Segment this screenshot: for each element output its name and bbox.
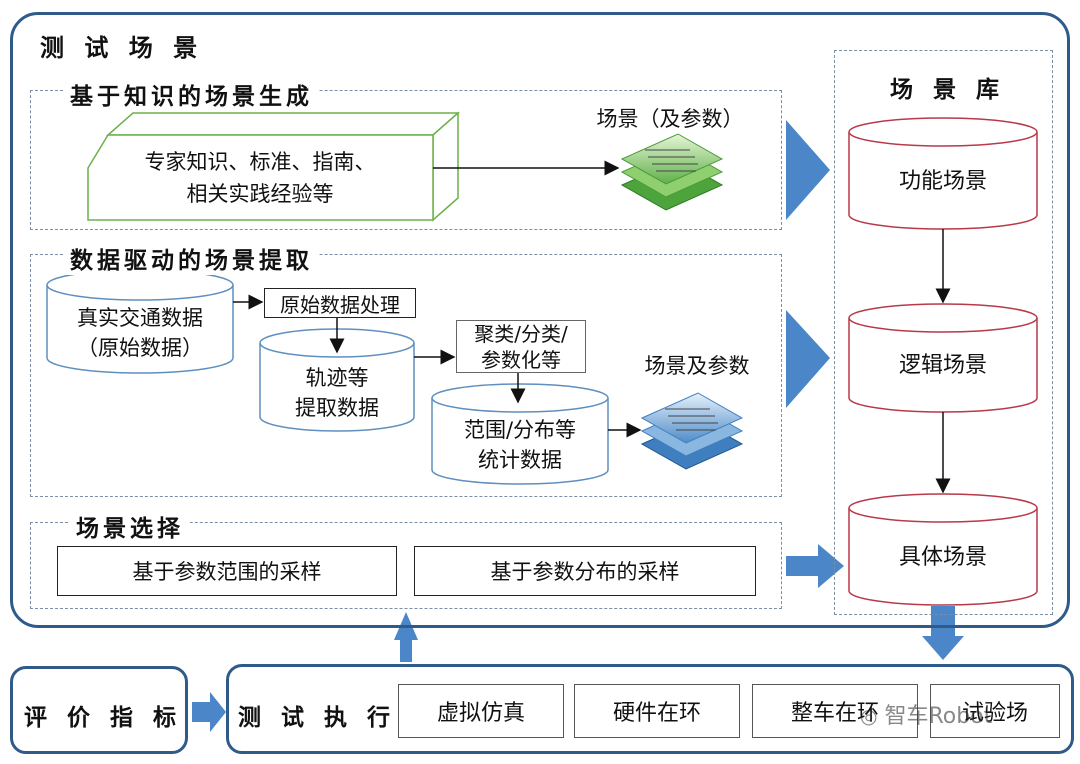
wechat-icon: ◎ — [860, 704, 878, 728]
arrow-data-to-library — [786, 310, 830, 408]
watermark: ◎ 智车Robot — [860, 698, 992, 730]
statistics-data-cylinder — [431, 383, 609, 485]
functional-scene-label: 功能场景 — [898, 169, 987, 194]
data-driven-section-title: 数据驱动的场景提取 — [64, 241, 319, 275]
test-execution-label: 测 试 执 行 — [238, 705, 397, 731]
data-output-label: 场景及参数 — [644, 354, 750, 378]
statistics-line2: 统计数据 — [478, 448, 562, 472]
logical-scene-label: 逻辑场景 — [898, 353, 987, 378]
evaluation-metrics-label: 评 价 指 标 — [24, 705, 183, 731]
raw-data-processing-box: 原始数据处理 — [264, 288, 416, 318]
watermark-text: 智车Robot — [884, 704, 993, 729]
trajectory-line2: 提取数据 — [295, 396, 379, 420]
functional-scene-cylinder — [848, 117, 1038, 230]
trajectory-line1: 轨迹等 — [305, 366, 369, 390]
knowledge-source-slab — [87, 111, 460, 222]
scene-library-title: 场 景 库 — [890, 77, 1006, 103]
scene-library-section — [834, 50, 1053, 615]
knowledge-output-label: 场景（及参数） — [596, 107, 744, 131]
concrete-scene-cylinder — [848, 493, 1038, 606]
scene-document-icon-green — [620, 133, 724, 211]
arrow-knowledge-to-library — [786, 120, 830, 220]
cluster-line2: 参数化等 — [481, 347, 561, 372]
execution-vehicle-in-loop: 整车在环 — [752, 684, 918, 738]
scene-document-icon-blue — [640, 392, 744, 470]
knowledge-section-title: 基于知识的场景生成 — [64, 77, 319, 111]
cluster-box: 聚类/分类/ 参数化等 — [456, 320, 586, 373]
range-sampling-box: 基于参数范围的采样 — [57, 546, 397, 596]
selection-section — [30, 522, 782, 609]
arrow-library-to-execution — [922, 606, 964, 660]
knowledge-source-line1: 专家知识、标准、指南、 — [144, 150, 376, 174]
execution-virtual-simulation: 虚拟仿真 — [398, 684, 564, 738]
selection-section-title: 场景选择 — [70, 509, 190, 543]
arrow-selection-to-library — [786, 544, 844, 588]
raw-data-line2: （原始数据） — [77, 336, 203, 360]
logical-scene-cylinder — [848, 303, 1038, 413]
test-scene-frame — [10, 12, 1070, 628]
concrete-scene-label: 具体场景 — [898, 545, 987, 570]
execution-proving-ground: 试验场 — [930, 684, 1060, 738]
knowledge-source-line2: 相关实践经验等 — [186, 182, 334, 206]
cluster-line1: 聚类/分类/ — [474, 321, 568, 346]
knowledge-section — [30, 90, 782, 230]
test-scene-title: 测 试 场 景 — [40, 34, 204, 62]
execution-hardware-in-loop: 硬件在环 — [574, 684, 740, 738]
statistics-line1: 范围/分布等 — [463, 418, 577, 442]
distribution-sampling-box: 基于参数分布的采样 — [414, 546, 756, 596]
arrow-execution-to-scene — [394, 612, 418, 662]
arrow-evaluation-to-execution — [192, 692, 226, 732]
evaluation-metrics-box — [10, 666, 188, 754]
raw-data-cylinder — [46, 269, 234, 374]
raw-data-line1: 真实交通数据 — [77, 306, 203, 330]
data-driven-section — [30, 254, 782, 497]
